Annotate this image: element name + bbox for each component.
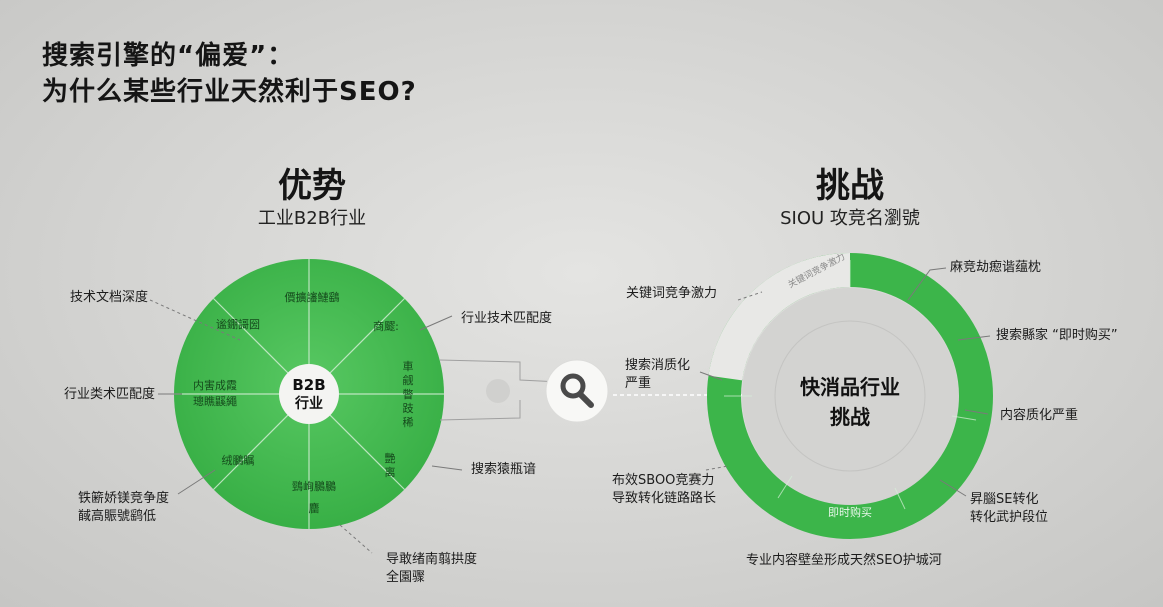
segment-text: 鵛峋鵩鵩 bbox=[292, 479, 336, 493]
advantage-wheel: B2B 行业 價擴讅鰱鷂 商飂: 車 觎 瞥 跂 稀 艷 离 鵛峋鵩鵩 麕 绒鵩… bbox=[174, 259, 444, 529]
label-tech-doc-depth: 技术文档深度 bbox=[70, 290, 149, 305]
segment-texts: 價擴讅鰱鷂 商飂: 車 觎 瞥 跂 稀 艷 离 鵛峋鵩鵩 麕 绒鵩瞩 内害成霞 … bbox=[193, 290, 414, 515]
label-homogenization: 搜索消质化 严重 bbox=[625, 357, 690, 393]
search-icon-badge bbox=[486, 359, 609, 423]
advantage-header: 优势 工业B2B行业 bbox=[212, 166, 412, 232]
label-line: 全園骤 bbox=[386, 570, 426, 585]
label-line: 转化武护段位 bbox=[970, 510, 1049, 525]
label-line: 布效SBOO竞赛力 bbox=[612, 473, 715, 488]
challenge-connectors bbox=[699, 267, 991, 497]
advantage-connectors bbox=[149, 299, 561, 554]
challenge-ring: 关键词竞争激力 即时购买 快消品行业 挑战 bbox=[707, 250, 993, 539]
segment-text: 商飂: bbox=[373, 319, 399, 333]
label-line: 导敢绪南翦拱度 bbox=[386, 552, 478, 567]
ring-dividers bbox=[724, 260, 977, 510]
hub-text-2: 行业 bbox=[294, 395, 323, 412]
label-line: 馘高賑號鹞低 bbox=[78, 509, 157, 524]
segment-text: 瞥 bbox=[403, 388, 414, 401]
segment-text: 绒鵩瞩 bbox=[222, 453, 255, 467]
segment-text: 價擴讅鰱鷂 bbox=[285, 290, 340, 304]
challenge-heading: 挑战 bbox=[816, 166, 884, 206]
title-line-2: 为什么某些行业天然利于SEO? bbox=[42, 77, 417, 107]
label-moat: 专业内容壁垒形成天然SEO护城河 bbox=[746, 553, 942, 568]
label-line: 导致转化链路路长 bbox=[612, 491, 717, 506]
segment-text: 麕 bbox=[309, 501, 320, 515]
advantage-wheel-hub bbox=[279, 364, 339, 424]
segment-text: 稀 bbox=[403, 416, 414, 429]
label-lead: 导敢绪南翦拱度 全園骤 bbox=[386, 551, 477, 587]
label-line: 铁簖娇镁竞争度 bbox=[78, 491, 170, 506]
challenge-header: 挑战 SIOU 攻竞名瀏號 bbox=[740, 166, 960, 232]
label-line: 严重 bbox=[625, 376, 652, 391]
search-icon bbox=[560, 373, 594, 408]
label-industry-tech-match: 行业技术匹配度 bbox=[461, 311, 553, 326]
label-right-top: 麻竞劫瘛谐蕴枕 bbox=[950, 260, 1042, 275]
hub-text-1: B2B bbox=[292, 376, 325, 394]
label-search: 搜索猿瓶谙 bbox=[471, 462, 537, 477]
segment-text: 离 bbox=[385, 465, 396, 479]
segment-text: 艷 bbox=[385, 451, 396, 465]
advantage-subheading: 工业B2B行业 bbox=[257, 208, 367, 229]
label-competition: 铁簖娇镁竞争度 馘高賑號鹞低 bbox=[78, 490, 169, 526]
challenge-subheading: SIOU 攻竞名瀏號 bbox=[780, 208, 920, 229]
label-line: 搜索消质化 bbox=[625, 358, 691, 373]
segment-text: 車 bbox=[403, 359, 414, 373]
title-line-1: 搜索引擎的“偏爱”： bbox=[42, 41, 295, 71]
segment-text: 内害成霞 bbox=[193, 378, 237, 392]
label-industry-match: 行业类术匹配度 bbox=[64, 387, 156, 402]
challenge-ring-inner bbox=[742, 288, 958, 504]
segment-text: 跂 bbox=[403, 401, 414, 415]
label-content-homogenization: 内容质化严重 bbox=[1000, 408, 1079, 423]
label-instant-buy: 搜索縣家 “即时购买” bbox=[996, 328, 1118, 343]
ring-bottom-text: 即时购买 bbox=[828, 505, 872, 519]
label-line: 昇腦SE转化 bbox=[970, 492, 1039, 507]
label-keyword-competition: 关键词竞争激力 bbox=[626, 286, 718, 301]
ring-center-text-1: 快消品行业 bbox=[800, 375, 900, 399]
challenge-ring-grey-segment bbox=[708, 253, 851, 381]
page-title: 搜索引擎的“偏爱”： 为什么某些行业天然利于SEO? bbox=[42, 38, 417, 110]
label-seo-conversion: 昇腦SE转化 转化武护段位 bbox=[970, 491, 1048, 527]
challenge-ring-inner-line bbox=[774, 320, 926, 472]
segment-text: 璁瞧鼷繩 bbox=[193, 394, 237, 408]
ring-center-text-2: 挑战 bbox=[830, 405, 870, 429]
segment-text: 觎 bbox=[403, 373, 414, 387]
label-conversion-path: 布效SBOO竞赛力 导致转化链路路长 bbox=[612, 472, 716, 508]
segment-text: 谧錋謌圀 bbox=[216, 317, 260, 331]
advantage-heading: 优势 bbox=[278, 166, 346, 206]
